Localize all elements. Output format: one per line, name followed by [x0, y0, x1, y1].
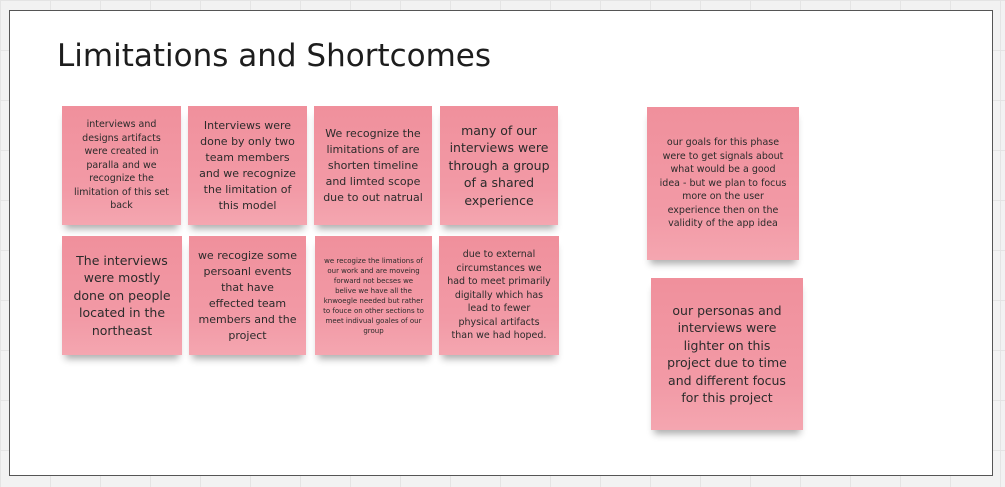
sticky-note[interactable]: Interviews were done by only two team me…	[188, 106, 307, 225]
sticky-note[interactable]: we recogize some persoanl events that ha…	[189, 236, 306, 355]
board-title[interactable]: Limitations and Shortcomes	[57, 38, 492, 74]
sticky-note-text: The interviews were mostly done on peopl…	[73, 252, 171, 338]
sticky-note-text: interviews and designs artifacts were cr…	[74, 119, 169, 212]
sticky-note-text: we recogize the limations of our work an…	[323, 256, 424, 335]
sticky-note-text: many of our interviews were through a gr…	[448, 122, 550, 208]
sticky-note-text: our personas and interviews were lighter…	[667, 302, 787, 406]
sticky-note-text: Interviews were done by only two team me…	[199, 118, 296, 212]
sticky-note[interactable]: we recogize the limations of our work an…	[315, 236, 432, 355]
sticky-note[interactable]: interviews and designs artifacts were cr…	[62, 106, 181, 225]
sticky-note[interactable]: our goals for this phase were to get sig…	[647, 107, 799, 260]
sticky-note[interactable]: many of our interviews were through a gr…	[440, 106, 558, 225]
sticky-note-text: our goals for this phase were to get sig…	[659, 137, 787, 230]
sticky-note-text: due to external circumstances we had to …	[447, 249, 551, 342]
sticky-note[interactable]: due to external circumstances we had to …	[439, 236, 559, 355]
sticky-note-text: We recognize the limitations of are shor…	[323, 126, 423, 204]
sticky-note-text: we recogize some persoanl events that ha…	[197, 248, 298, 342]
sticky-note[interactable]: our personas and interviews were lighter…	[651, 278, 803, 430]
sticky-note[interactable]: The interviews were mostly done on peopl…	[62, 236, 182, 355]
sticky-note[interactable]: We recognize the limitations of are shor…	[314, 106, 432, 225]
